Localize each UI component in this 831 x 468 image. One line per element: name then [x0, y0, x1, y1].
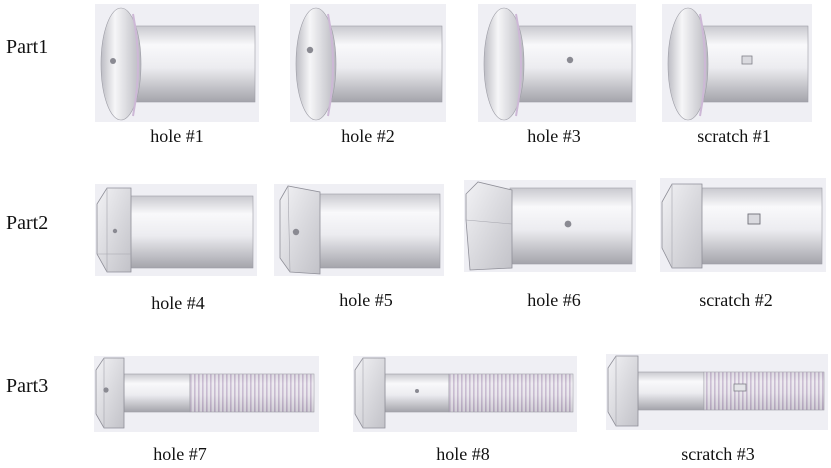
caption-scratch-3: scratch #3 [681, 444, 755, 464]
part1-image-hole-1 [95, 4, 259, 122]
part1-image-scratch-1 [662, 4, 812, 122]
row-label-part2: Part2 [6, 212, 49, 234]
part3-image-scratch-3 [606, 354, 828, 430]
part3-image-hole-7 [94, 356, 319, 432]
caption-hole-6: hole #6 [527, 290, 581, 310]
row-label-part3: Part3 [6, 375, 49, 397]
caption-hole-5: hole #5 [339, 290, 393, 310]
part3-image-hole-8 [353, 356, 577, 432]
part2-image-hole-4 [95, 184, 257, 276]
part2-image-scratch-2 [660, 178, 826, 272]
hex-shaft-with-scratch [660, 178, 826, 272]
flanged-shaft-with-hole [95, 4, 259, 122]
threaded-bolt-with-hole [94, 356, 319, 432]
row-label-part1: Part1 [6, 36, 49, 58]
hex-shaft-with-hole [274, 184, 444, 276]
hex-shaft-with-hole [464, 180, 636, 272]
part2-image-hole-5 [274, 184, 444, 276]
hex-shaft-with-hole [95, 184, 257, 276]
caption-hole-8: hole #8 [436, 444, 490, 464]
flanged-shaft-with-scratch [662, 4, 812, 122]
caption-scratch-2: scratch #2 [699, 290, 773, 310]
flanged-shaft-with-hole [478, 4, 636, 122]
caption-hole-1: hole #1 [150, 126, 204, 146]
part1-image-hole-3 [478, 4, 636, 122]
caption-hole-3: hole #3 [527, 126, 581, 146]
part2-image-hole-6 [464, 180, 636, 272]
caption-hole-7: hole #7 [153, 444, 207, 464]
caption-hole-2: hole #2 [341, 126, 395, 146]
threaded-bolt-with-hole [353, 356, 577, 432]
part1-image-hole-2 [290, 4, 446, 122]
flanged-shaft-with-hole [290, 4, 446, 122]
caption-scratch-1: scratch #1 [697, 126, 771, 146]
caption-hole-4: hole #4 [151, 293, 205, 313]
threaded-bolt-with-scratch [606, 354, 828, 430]
